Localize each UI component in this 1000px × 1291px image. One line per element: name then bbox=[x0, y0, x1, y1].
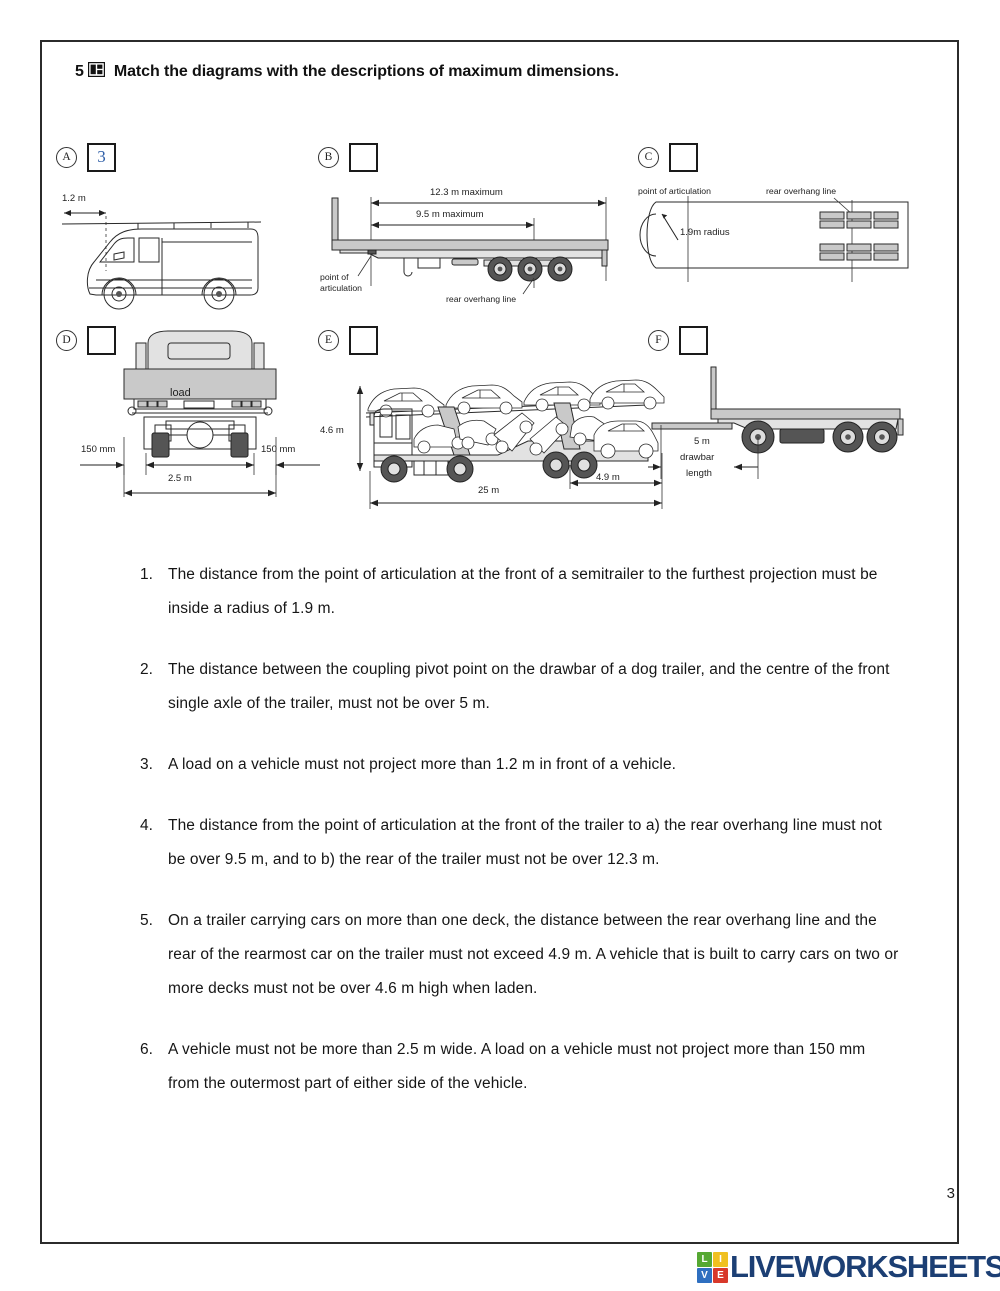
logo-tile-v: V bbox=[697, 1267, 712, 1283]
label-drawbar-1: 5 m bbox=[694, 436, 710, 447]
description-number-3: 3. bbox=[140, 756, 153, 773]
label-4-6-m: 4.6 m bbox=[320, 425, 344, 436]
page-number: 3 bbox=[946, 1185, 955, 1202]
label-9-5-max: 9.5 m maximum bbox=[416, 209, 484, 220]
label-front-overhang: 1.2 m bbox=[62, 193, 86, 204]
diagram-a-art: 1.2 m bbox=[56, 176, 321, 316]
diagram-f-art: 5 m drawbar length bbox=[648, 349, 938, 504]
diagram-f: F 5 m drawbar length bbox=[648, 325, 938, 504]
description-text-3: A load on a vehicle must not project mor… bbox=[168, 756, 677, 773]
label-rear-overhang-line-c: rear overhang line bbox=[766, 186, 837, 196]
label-load: load bbox=[170, 387, 191, 399]
label-2-5-m: 2.5 m bbox=[168, 473, 192, 484]
description-number-2: 2. bbox=[140, 661, 153, 678]
page-title: Match the diagrams with the descriptions… bbox=[113, 63, 619, 80]
answer-box-b[interactable] bbox=[349, 142, 378, 172]
exercise-number: 5 bbox=[75, 63, 84, 80]
diagram-d-letter: D bbox=[56, 329, 77, 351]
label-12-3-max: 12.3 m maximum bbox=[430, 187, 503, 198]
description-text-2: The distance between the coupling pivot … bbox=[168, 661, 890, 712]
label-drawbar-2: drawbar bbox=[680, 452, 715, 463]
description-item-1: 1. The distance from the point of articu… bbox=[140, 558, 900, 626]
diagram-e-letter: E bbox=[318, 329, 339, 351]
diagram-b-art: 12.3 m maximum 9.5 m maximum point of ar… bbox=[318, 176, 648, 311]
label-25-m: 25 m bbox=[478, 485, 500, 496]
description-item-5: 5. On a trailer carrying cars on more th… bbox=[140, 904, 900, 1006]
description-item-4: 4. The distance from the point of articu… bbox=[140, 809, 900, 877]
label-1-9-radius: 1.9m radius bbox=[680, 227, 730, 238]
diagram-a-letter: A bbox=[56, 146, 77, 168]
answer-box-a[interactable]: 3 bbox=[87, 142, 116, 172]
car-carrier-illustration bbox=[356, 379, 665, 509]
dog-trailer-illustration bbox=[648, 366, 904, 479]
description-item-2: 2. The distance between the coupling piv… bbox=[140, 653, 900, 721]
logo-tile-i: I bbox=[713, 1251, 728, 1267]
description-text-1: The distance from the point of articulat… bbox=[168, 566, 878, 617]
label-drawbar-3: length bbox=[686, 468, 712, 479]
label-left-150mm: 150 mm bbox=[81, 444, 116, 455]
diagram-c-header: C bbox=[638, 142, 928, 172]
exercise-title-row: 5 Match the diagrams with the descriptio… bbox=[75, 62, 619, 82]
diagram-f-letter: F bbox=[648, 329, 669, 351]
diagram-b-header: B bbox=[318, 142, 648, 172]
description-list: 1. The distance from the point of articu… bbox=[140, 558, 900, 1128]
answer-box-d[interactable] bbox=[87, 325, 116, 355]
answer-box-f[interactable] bbox=[679, 325, 708, 355]
diagram-d-header: D bbox=[56, 325, 336, 355]
label-point-of-articulation-b-1: point of bbox=[320, 272, 349, 282]
semitrailer-plan-illustration bbox=[639, 196, 909, 282]
answer-box-c[interactable] bbox=[669, 142, 698, 172]
logo-tile-l: L bbox=[697, 1251, 712, 1267]
description-number-4: 4. bbox=[140, 817, 153, 834]
diagram-b-letter: B bbox=[318, 146, 339, 168]
description-text-4: The distance from the point of articulat… bbox=[168, 817, 882, 868]
diagram-a-header: A 3 bbox=[56, 142, 321, 172]
label-4-9-m: 4.9 m bbox=[596, 472, 620, 483]
diagram-b: B 12.3 m maximum 9.5 m maximum point of … bbox=[318, 142, 648, 311]
semitrailer-side-illustration bbox=[331, 197, 609, 295]
diagram-e-header: E bbox=[318, 325, 668, 355]
diagram-d-art: load 150 mm 150 mm 2.5 m bbox=[56, 325, 336, 505]
vehicle-rear-illustration bbox=[80, 330, 320, 497]
logo-wordmark: LIVEWORKSHEETS bbox=[730, 1249, 1000, 1284]
diagram-c-art: point of articulation rear overhang line… bbox=[638, 176, 928, 296]
logo-tile-e: E bbox=[713, 1267, 728, 1283]
description-item-6: 6. A vehicle must not be more than 2.5 m… bbox=[140, 1033, 900, 1101]
van-illustration bbox=[61, 210, 262, 310]
description-number-6: 6. bbox=[140, 1041, 153, 1058]
book-icon bbox=[87, 62, 105, 77]
answer-box-e[interactable] bbox=[349, 325, 378, 355]
diagram-a: A 3 1.2 m bbox=[56, 142, 321, 316]
diagram-grid: A 3 1.2 m bbox=[18, 110, 918, 509]
diagram-e: E 4.6 m 25 m 4.9 m bbox=[318, 325, 668, 513]
description-item-3: 3. A load on a vehicle must not project … bbox=[140, 748, 900, 782]
diagram-e-art: 4.6 m 25 m 4.9 m bbox=[318, 343, 668, 513]
description-number-1: 1. bbox=[140, 566, 153, 583]
label-rear-overhang-line-b: rear overhang line bbox=[446, 294, 517, 304]
label-right-150mm: 150 mm bbox=[261, 444, 296, 455]
liveworksheets-logo[interactable]: L I V E LIVEWORKSHEETS bbox=[697, 1249, 1000, 1285]
diagram-f-header: F bbox=[648, 325, 938, 355]
logo-tiles: L I V E bbox=[697, 1251, 728, 1283]
diagram-c: C point of articulation rear overhang li… bbox=[638, 142, 928, 296]
description-number-5: 5. bbox=[140, 912, 153, 929]
diagram-c-letter: C bbox=[638, 146, 659, 168]
label-point-of-articulation-c: point of articulation bbox=[638, 186, 711, 196]
diagram-d: D load 150 mm 150 mm 2.5 m bbox=[56, 325, 336, 505]
label-point-of-articulation-b-2: articulation bbox=[320, 283, 363, 293]
description-text-5: On a trailer carrying cars on more than … bbox=[168, 912, 899, 997]
description-text-6: A vehicle must not be more than 2.5 m wi… bbox=[168, 1041, 866, 1092]
